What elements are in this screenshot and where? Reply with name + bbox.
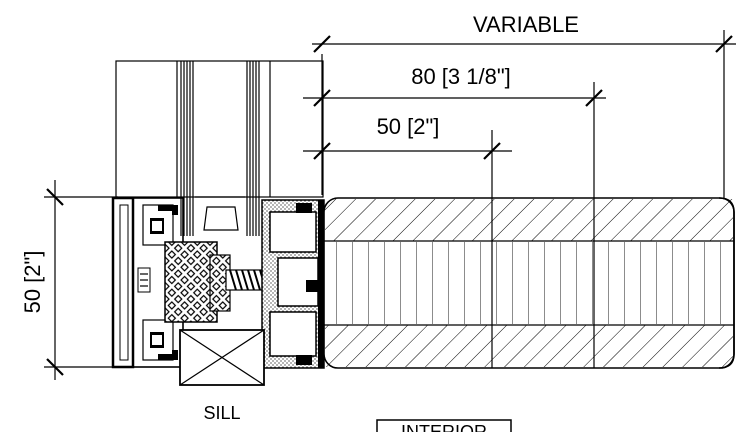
dimension-80: 80 [3 1/8"]	[303, 64, 606, 203]
glazing-unit	[115, 60, 324, 236]
interior-label-box: INTERIOR	[376, 419, 512, 432]
sill-label: SILL	[203, 403, 240, 423]
dimension-50-height-label: 50 [2"]	[20, 251, 45, 314]
dimension-variable-label: VARIABLE	[473, 12, 579, 37]
frame-profile	[111, 196, 325, 386]
dimension-50-height: 50 [2"]	[20, 180, 118, 380]
dimension-50-depth-label: 50 [2"]	[377, 114, 440, 139]
dimension-80-label: 80 [3 1/8"]	[411, 64, 511, 89]
dimension-variable: VARIABLE	[312, 12, 736, 203]
interior-label: INTERIOR	[401, 422, 487, 432]
wall-section	[323, 197, 735, 369]
dimension-50-depth: 50 [2"]	[303, 114, 512, 203]
